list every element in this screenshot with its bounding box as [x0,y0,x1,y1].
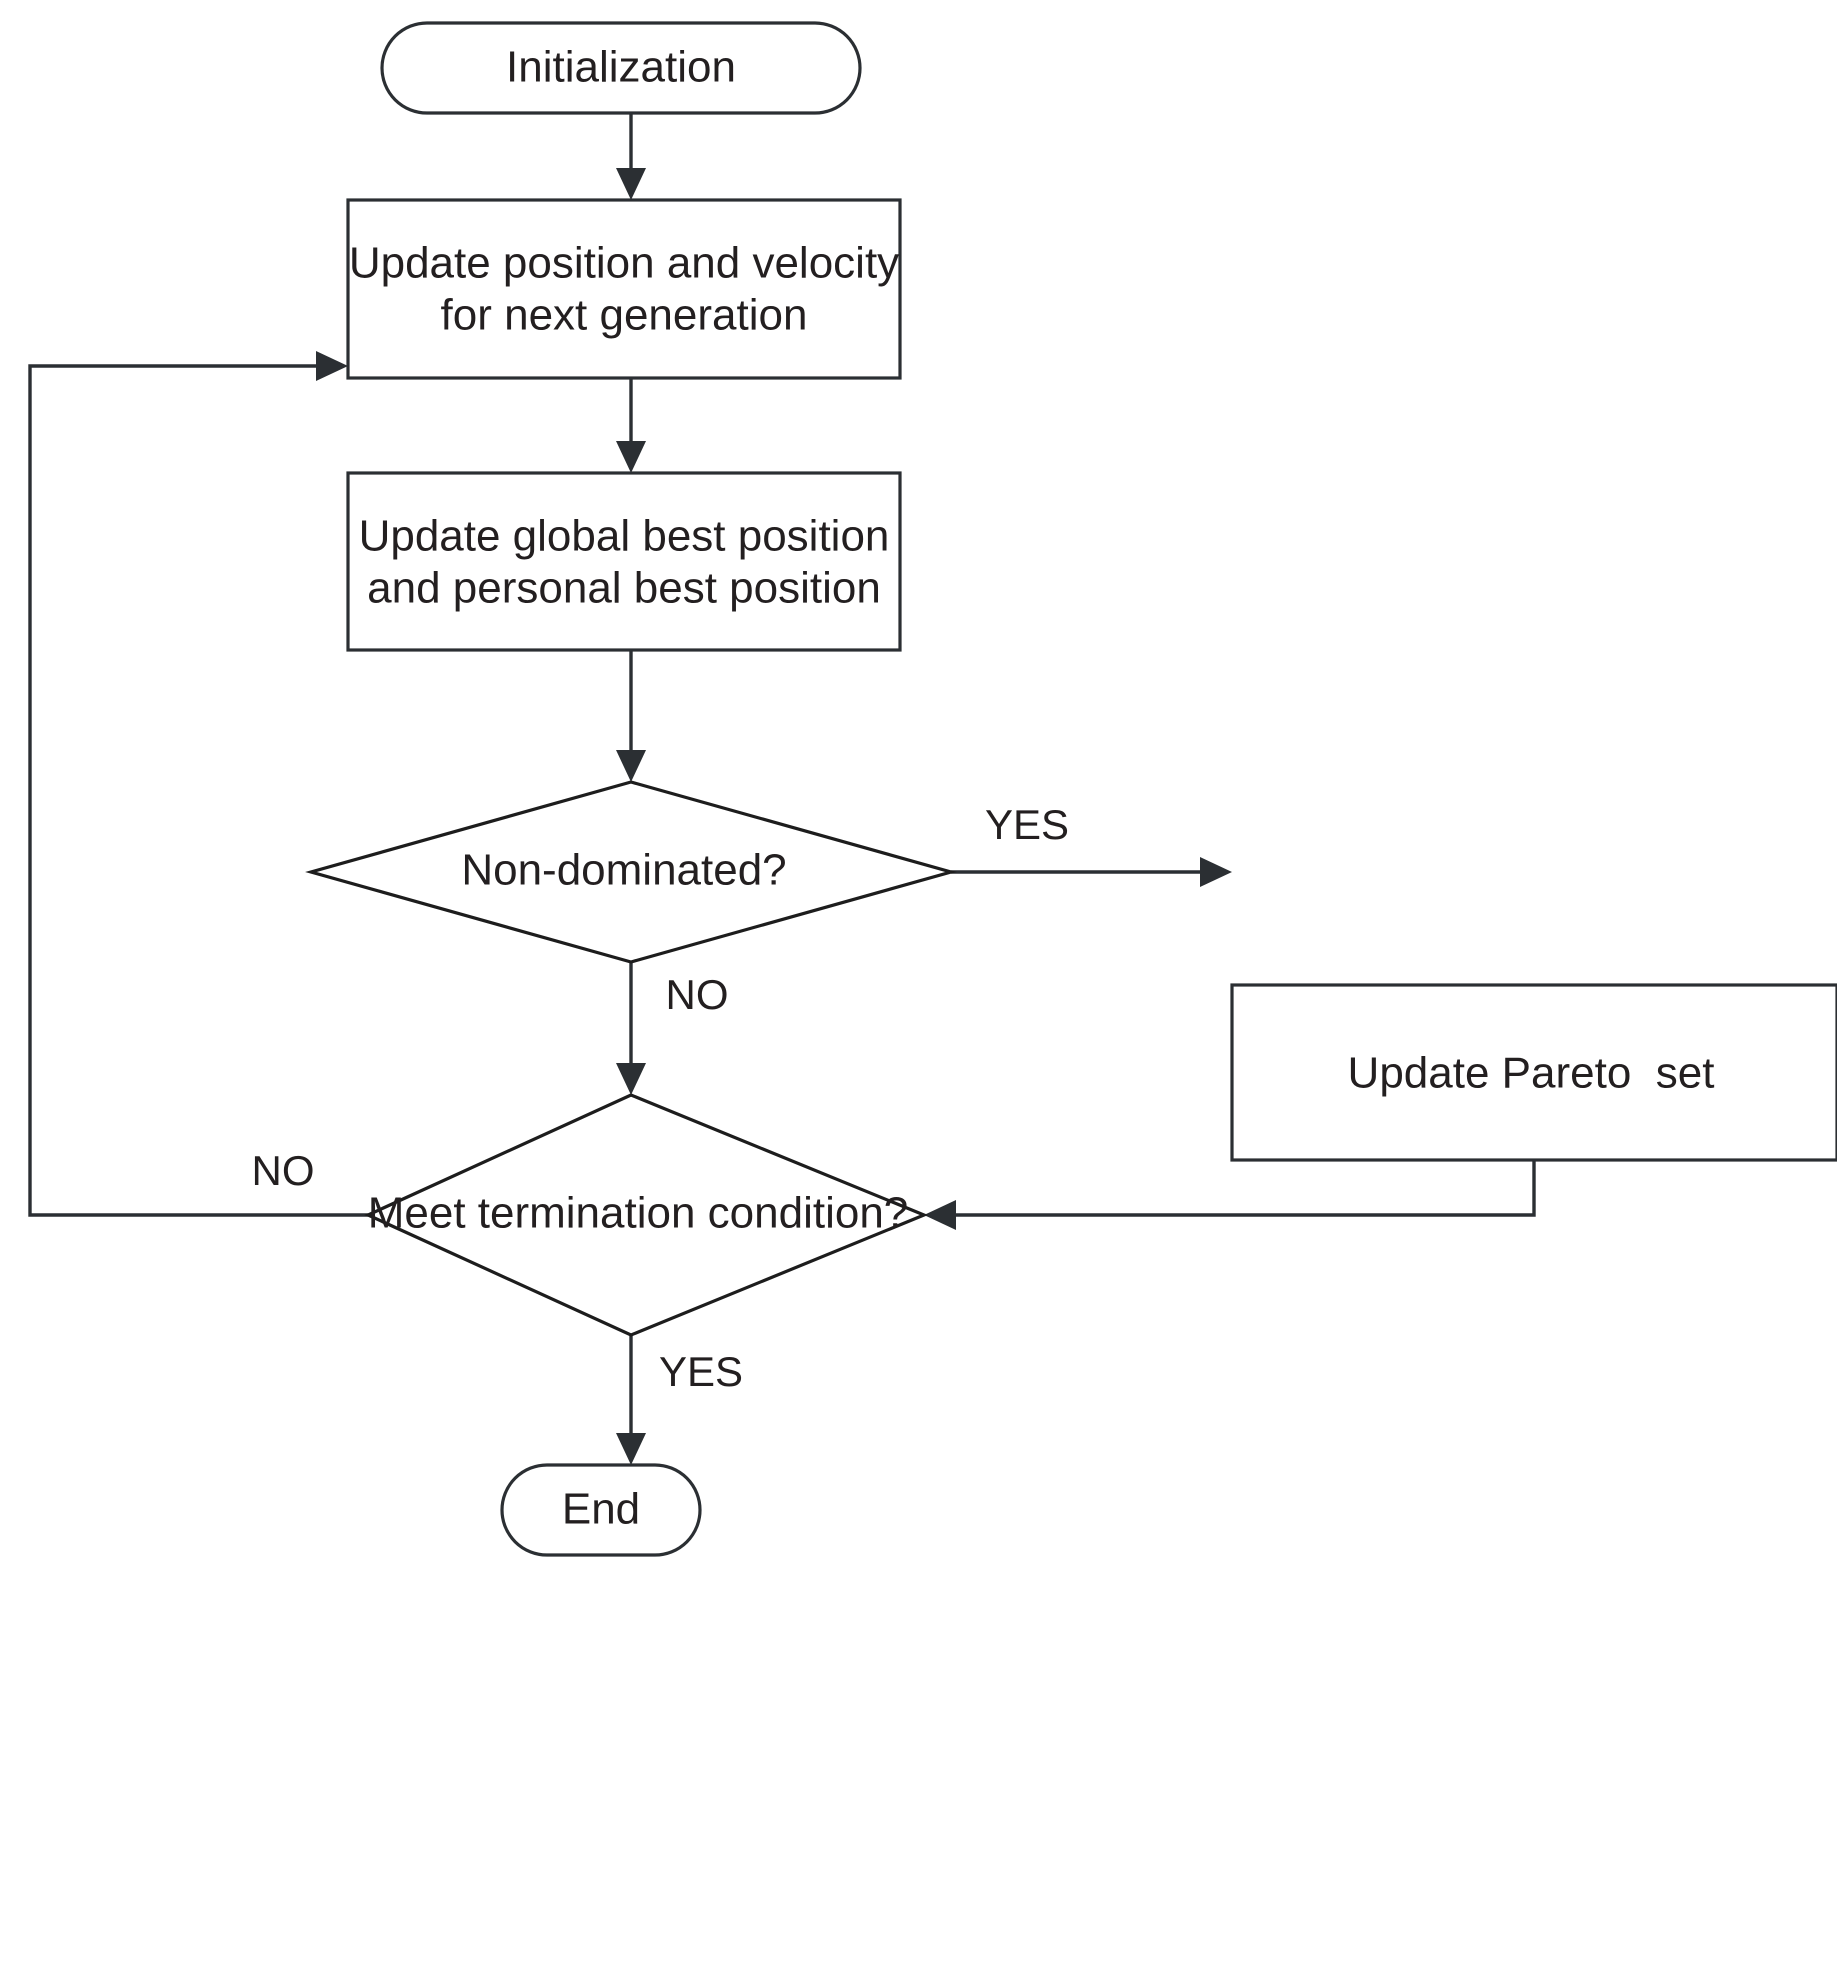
node-non-dominated-label: Non-dominated? [461,846,786,895]
node-initialization-label: Initialization [506,43,736,92]
edge-label-non-dominated-yes: YES [985,801,1069,848]
node-end-label: End [562,1485,640,1534]
node-update-pareto-label: Update Pareto set [1348,1049,1715,1098]
edge-label-termination-no: NO [252,1147,315,1194]
node-end-shape [500,1463,702,1557]
node-update-position-label-line2: for next generation [441,291,808,340]
edge-start-to-update-position [616,113,646,200]
node-update-pareto-shape [1230,983,1837,1162]
edge-label-termination-yes: YES [659,1348,743,1395]
edge-update-best-to-non-dominated [616,650,646,782]
edge-update-pareto-to-termination [924,1160,1536,1230]
arrow-head-icon [924,1200,956,1230]
node-update-position-label-line1: Update position and velocity [349,239,899,288]
node-end[interactable]: End [500,1463,702,1557]
arrow-head-icon [616,750,646,782]
edge-non-dominated-no-to-termination [616,962,646,1095]
edge-non-dominated-yes-to-update-pareto [951,857,1232,887]
node-update-position-shape [346,198,902,380]
edge-label-non-dominated-no: NO [666,971,729,1018]
arrow-head-icon [616,168,646,200]
edge-update-position-to-update-best [616,378,646,473]
arrow-head-icon [616,441,646,473]
node-update-best[interactable]: Update global best position and personal… [346,471,902,652]
node-termination-shape [364,1093,929,1337]
node-update-best-label-line1: Update global best position [359,512,890,561]
edge-termination-yes-to-end [616,1335,646,1465]
edge-termination-no-to-update-position [28,351,368,1217]
node-update-best-label-line2: and personal best position [367,564,881,613]
node-initialization-shape [380,21,862,115]
node-update-best-shape [346,471,902,652]
arrow-head-icon [616,1433,646,1465]
arrow-head-icon [616,1063,646,1095]
node-initialization[interactable]: Initialization [380,21,862,115]
node-termination-label: Meet termination condition? [368,1189,909,1238]
arrow-head-icon [316,351,348,381]
node-update-position[interactable]: Update position and velocity for next ge… [346,198,902,380]
node-update-pareto[interactable]: Update Pareto set [1230,983,1837,1162]
node-non-dominated[interactable]: Non-dominated? [305,780,957,964]
node-non-dominated-shape [305,780,957,964]
arrow-head-icon [1200,857,1232,887]
node-termination[interactable]: Meet termination condition? [364,1093,929,1337]
